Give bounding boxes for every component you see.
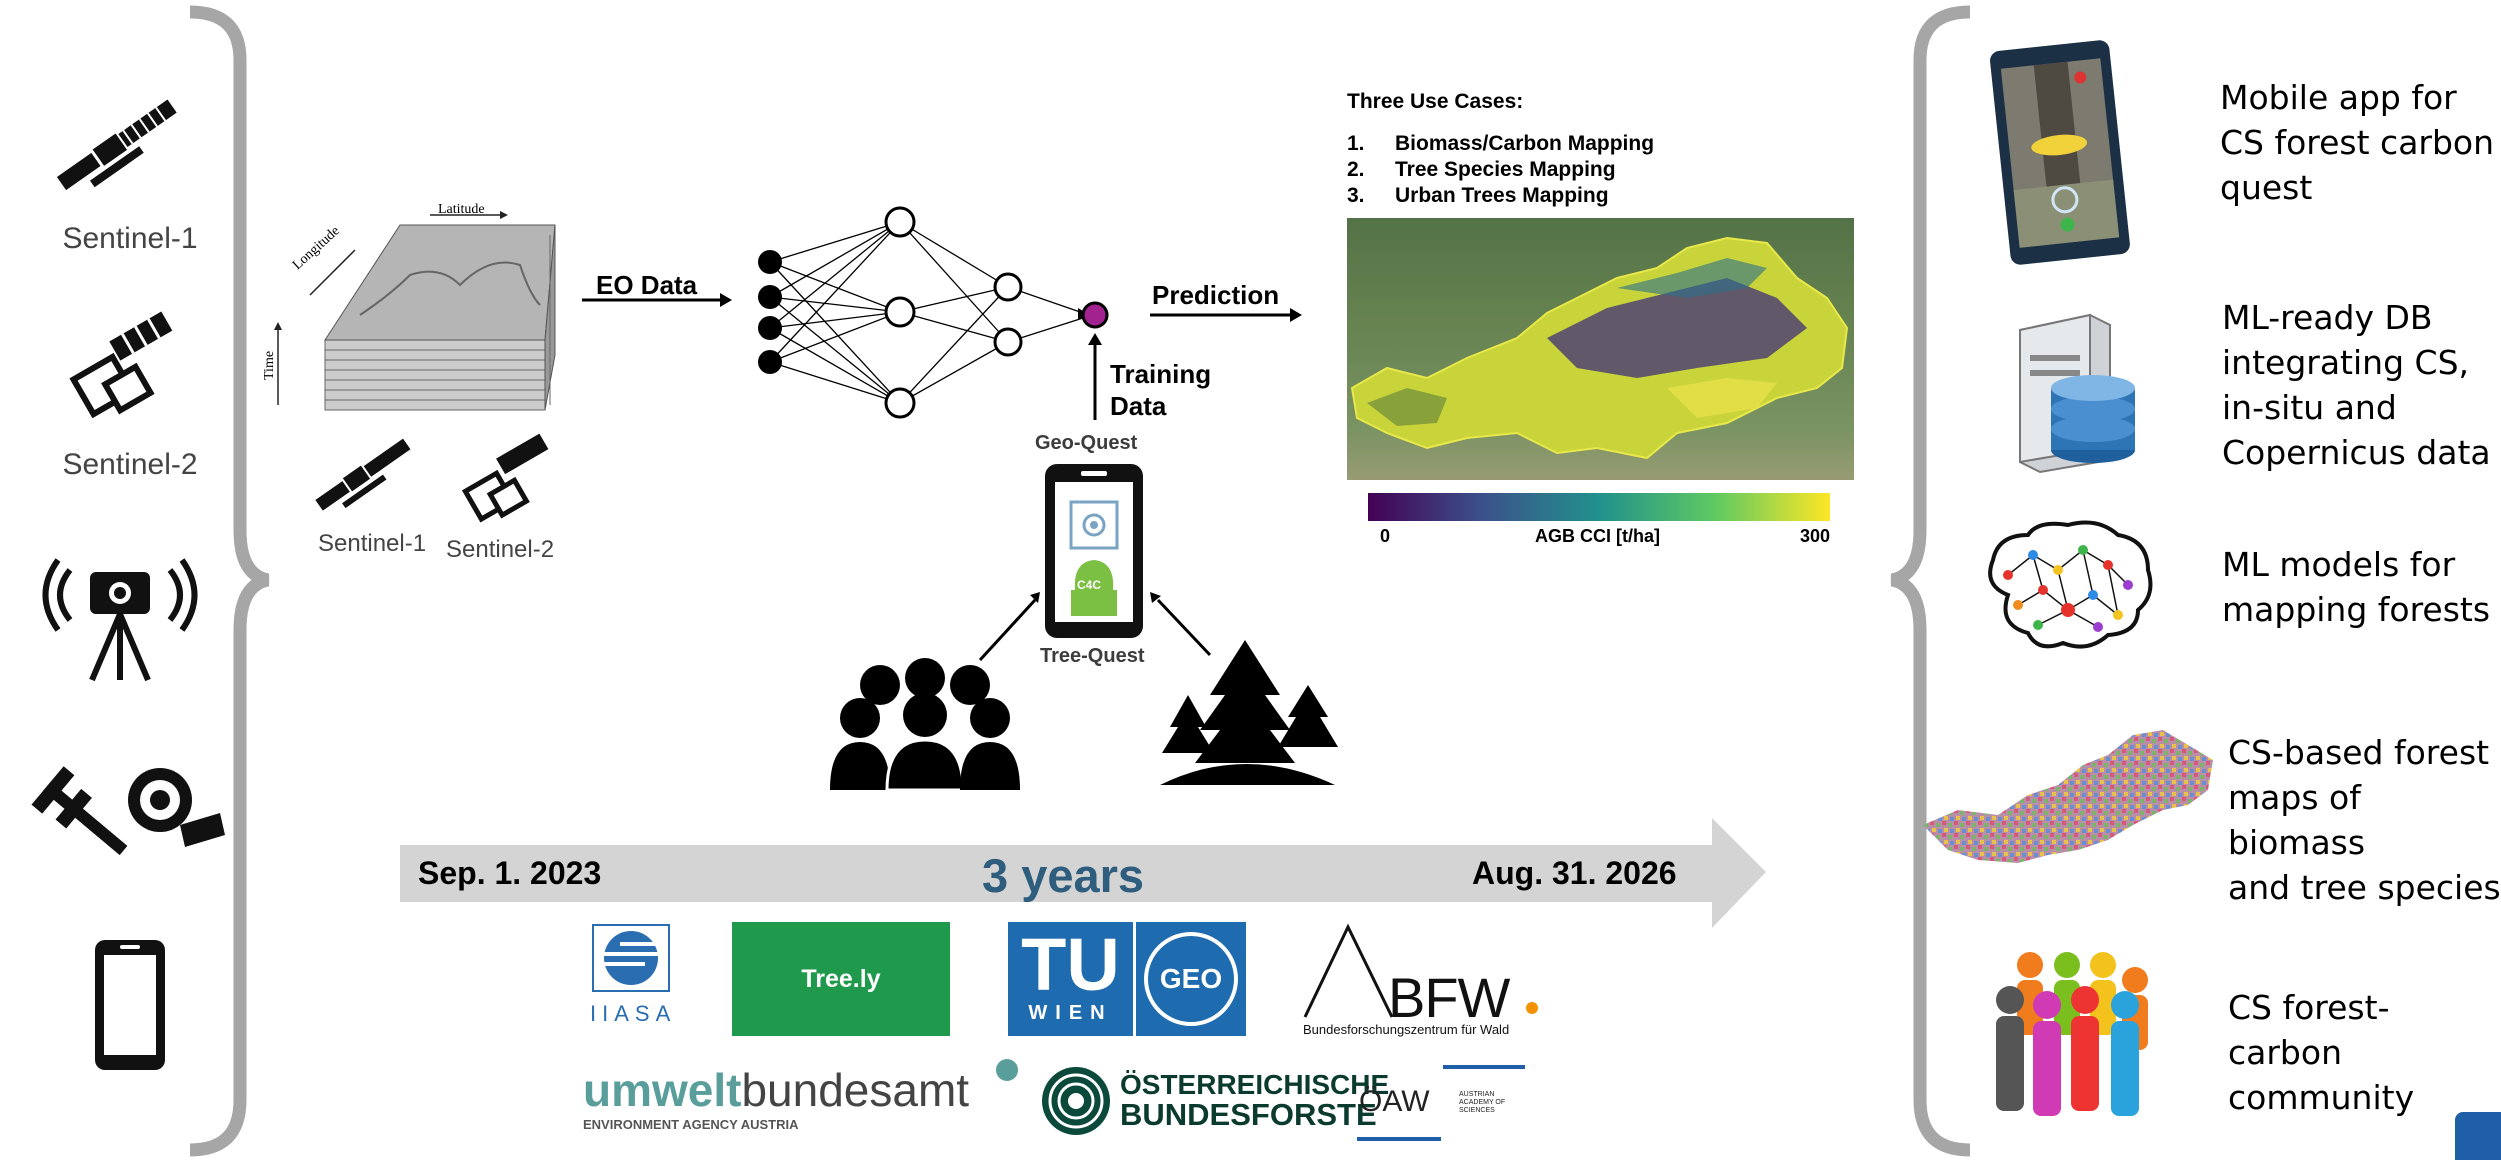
use-case-num: 1. — [1347, 132, 1365, 155]
output-line: quest — [2220, 168, 2313, 207]
output-line: community — [2228, 1078, 2415, 1117]
people-group-icon — [825, 658, 1025, 792]
phone-app-icon — [1043, 462, 1145, 640]
tree-quest-label: Tree-Quest — [1040, 645, 1145, 667]
database-server-icon — [2000, 310, 2140, 475]
brain-network-icon — [1978, 515, 2158, 655]
output-line: mapping forests — [2222, 590, 2491, 629]
small-sentinel1-label: Sentinel-1 — [318, 530, 427, 557]
satellite-box-icon — [40, 300, 200, 440]
output-community: CS forest-carbon community — [2228, 985, 2501, 1120]
timeline-end: Aug. 31. 2026 — [1472, 855, 1677, 891]
bundesforste-line2: BUNDESFORSTE — [1120, 1097, 1377, 1132]
use-case-num: 2. — [1347, 158, 1365, 181]
use-case-item: 3. Urban Trees Mapping — [1347, 183, 1654, 209]
bfw-logo: BFW Bundesforschungszentrum für Wald — [1300, 922, 1540, 1042]
use-case-text: Tree Species Mapping — [1395, 158, 1616, 181]
output-mobile-app: Mobile app for CS forest carbon quest — [2220, 75, 2494, 210]
iiasa-logo: IIASA — [590, 922, 672, 1034]
legend-colorbar — [1368, 493, 1830, 521]
mobile-app-photo — [1985, 35, 2135, 270]
training-data-line1: Training — [1110, 359, 1212, 389]
satellite-icon — [45, 85, 195, 205]
output-line: maps of biomass — [2228, 778, 2366, 862]
output-line: ML-ready DB — [2222, 298, 2433, 337]
output-cs-maps: CS-based forest maps of biomass and tree… — [2228, 730, 2501, 910]
output-line: and tree species — [2228, 868, 2501, 907]
bfw-text: BFW — [1388, 966, 1510, 1029]
umweltbundesamt-logo: umweltbundesamt ENVIRONMENT AGENCY AUSTR… — [583, 1059, 1023, 1145]
legend-label: AGB CCI [t/ha] — [1535, 526, 1660, 546]
geo-logo: GEO — [1136, 922, 1246, 1036]
use-case-item: 2. Tree Species Mapping — [1347, 157, 1654, 183]
bundesforste-logo: ÖSTERREICHISCHE BUNDESFORSTE — [1040, 1065, 1389, 1143]
small-satellite-box-icon — [440, 425, 570, 535]
oaw-logo: ÖAW AUSTRIAN ACADEMY OF SCIENCES — [1355, 1065, 1530, 1145]
bundesforste-line1: ÖSTERREICHISCHE — [1120, 1069, 1390, 1100]
wien-text: WIEN — [1028, 1002, 1113, 1024]
output-ml-models: ML models for mapping forests — [2222, 542, 2490, 632]
use-case-text: Urban Trees Mapping — [1395, 184, 1609, 207]
training-data-label: Training Data — [1110, 358, 1211, 422]
umwelt-text-a: umwelt — [583, 1064, 742, 1116]
oaw-text: ÖAW — [1359, 1085, 1430, 1118]
tu-wien-logo: TU WIEN — [1008, 922, 1133, 1036]
timeline-start: Sep. 1. 2023 — [418, 855, 602, 891]
forest-icon — [1160, 635, 1338, 785]
smartphone-icon — [90, 935, 170, 1075]
eo-data-label: EO Data — [596, 270, 698, 300]
small-sentinel2-label: Sentinel-2 — [446, 536, 555, 563]
community-people-icon — [1985, 940, 2165, 1120]
use-case-text: Biomass/Carbon Mapping — [1395, 132, 1655, 155]
sentinel1-label: Sentinel-1 — [62, 222, 198, 255]
output-line: in-situ and — [2222, 388, 2397, 427]
sentinel2-label: Sentinel-2 — [62, 448, 198, 481]
treely-logo: Tree.ly — [732, 922, 950, 1036]
small-satellite-icon — [305, 425, 425, 525]
use-cases-title: Three Use Cases: — [1347, 90, 1524, 113]
output-line: Copernicus data — [2222, 433, 2491, 472]
use-case-num: 3. — [1347, 184, 1365, 207]
eo-datacube — [250, 195, 570, 425]
umwelt-subtext: ENVIRONMENT AGENCY AUSTRIA — [583, 1117, 799, 1132]
laser-scanner-icon — [30, 550, 210, 690]
austria-forest-map — [1918, 725, 2218, 875]
use-cases-list: 1. Biomass/Carbon Mapping 2. Tree Species … — [1347, 131, 1654, 209]
training-data-line2: Data — [1110, 391, 1167, 421]
umwelt-text-b: bundesamt — [741, 1064, 970, 1116]
output-line: CS forest carbon — [2220, 123, 2495, 162]
output-line: CS forest-carbon — [2228, 988, 2390, 1072]
axis-latitude: Latitude — [438, 202, 485, 217]
oaw-subtext: AUSTRIAN ACADEMY OF SCIENCES — [1459, 1091, 1506, 1114]
treely-text: Tree.ly — [801, 964, 881, 993]
output-line: integrating CS, — [2222, 343, 2470, 382]
use-case-item: 1. Biomass/Carbon Mapping — [1347, 131, 1654, 157]
corner-logo — [2455, 1112, 2501, 1160]
geo-quest-label: Geo-Quest — [1035, 432, 1138, 454]
tu-text: TU — [1021, 923, 1120, 1006]
output-ml-db: ML-ready DB integrating CS, in-situ and … — [2222, 295, 2491, 475]
bfw-subtext: Bundesforschungszentrum für Wald — [1303, 1022, 1510, 1037]
output-line: Mobile app for — [2220, 78, 2457, 117]
app-badge: C4C — [1077, 578, 1102, 592]
output-line: ML models for — [2222, 545, 2456, 584]
timeline-duration: 3 years — [982, 849, 1145, 902]
biomass-map — [1347, 218, 1854, 480]
legend-min: 0 — [1380, 526, 1391, 546]
legend-max: 300 — [1800, 526, 1831, 546]
iiasa-text: IIASA — [590, 1001, 677, 1026]
geo-text: GEO — [1159, 963, 1223, 994]
prediction-label: Prediction — [1152, 280, 1280, 310]
caliper-tape-icon — [15, 755, 225, 875]
output-line: CS-based forest — [2228, 733, 2490, 772]
